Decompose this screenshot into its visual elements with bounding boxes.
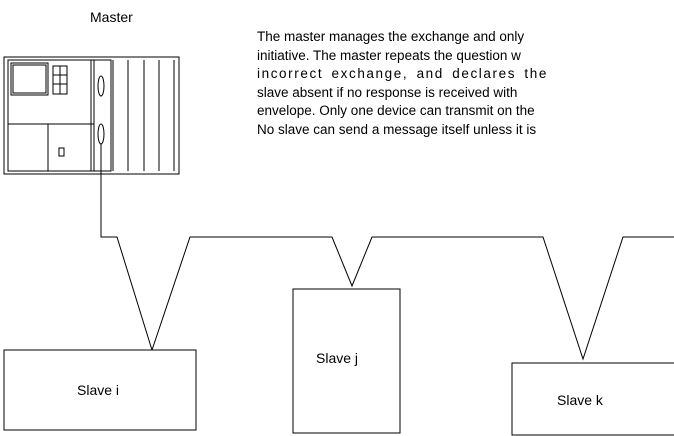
- description-line: incorrect exchange, and declares the: [257, 66, 548, 81]
- slave-k-label: Slave k: [557, 392, 603, 408]
- slave-i-box: [3, 349, 197, 431]
- description-line: slave absent if no response is received …: [257, 84, 518, 100]
- master-label: Master: [90, 9, 133, 25]
- description-line: initiative. The master repeats the quest…: [257, 47, 521, 63]
- slave-j-label: Slave j: [316, 350, 359, 366]
- description-line: No slave can send a message itself unles…: [257, 121, 537, 137]
- master-connection-line: [100, 144, 674, 361]
- bus-line: [100, 144, 674, 361]
- slave-i-label: Slave i: [77, 382, 120, 398]
- master-plc-icon: [3, 56, 180, 175]
- description-line: The master manages the exchange and only: [257, 29, 525, 44]
- description-text: The master manages the exchange and only…: [257, 28, 674, 139]
- slave-j-box: [292, 288, 401, 434]
- slave-k-box: [511, 362, 674, 436]
- description-line: envelope. Only one device can transmit o…: [257, 103, 535, 118]
